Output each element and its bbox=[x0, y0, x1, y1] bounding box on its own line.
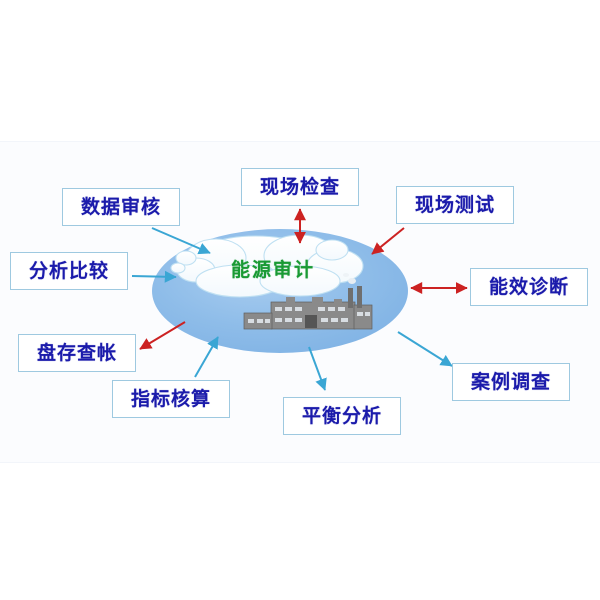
node-case-investigation[interactable]: 案例调查 bbox=[452, 363, 570, 401]
arrow-case-investigation bbox=[397, 331, 453, 367]
node-balance-analysis[interactable]: 平衡分析 bbox=[283, 397, 401, 435]
node-label-index-accounting: 指标核算 bbox=[130, 387, 211, 410]
node-analysis-compare[interactable]: 分析比较 bbox=[10, 252, 128, 290]
arrow-inventory-check bbox=[139, 321, 186, 350]
node-inventory-check[interactable]: 盘存查帐 bbox=[18, 334, 136, 372]
arrow-balance-analysis bbox=[308, 346, 327, 391]
node-label-balance-analysis: 平衡分析 bbox=[301, 404, 382, 427]
node-label-onsite-inspection: 现场检查 bbox=[259, 175, 340, 198]
node-label-energy-diagnosis: 能效诊断 bbox=[488, 275, 569, 298]
arrow-index-accounting bbox=[194, 336, 219, 378]
node-energy-diagnosis[interactable]: 能效诊断 bbox=[470, 268, 588, 306]
node-label-inventory-check: 盘存查帐 bbox=[36, 341, 117, 364]
node-onsite-inspection[interactable]: 现场检查 bbox=[241, 168, 359, 206]
node-data-audit[interactable]: 数据审核 bbox=[62, 188, 180, 226]
node-onsite-test[interactable]: 现场测试 bbox=[396, 186, 514, 224]
arrow-analysis-compare bbox=[131, 270, 177, 283]
arrow-data-audit bbox=[151, 227, 211, 255]
node-label-onsite-test: 现场测试 bbox=[414, 193, 495, 216]
node-label-case-investigation: 案例调查 bbox=[470, 370, 551, 393]
cloud-shape bbox=[170, 234, 364, 298]
node-label-analysis-compare: 分析比较 bbox=[28, 259, 109, 282]
connector-arrows bbox=[131, 208, 468, 391]
node-index-accounting[interactable]: 指标核算 bbox=[112, 380, 230, 418]
factory-icon bbox=[243, 273, 373, 330]
center-label: 能源审计 bbox=[231, 259, 316, 281]
node-label-data-audit: 数据审核 bbox=[80, 195, 161, 218]
arrow-onsite-test bbox=[371, 227, 405, 255]
